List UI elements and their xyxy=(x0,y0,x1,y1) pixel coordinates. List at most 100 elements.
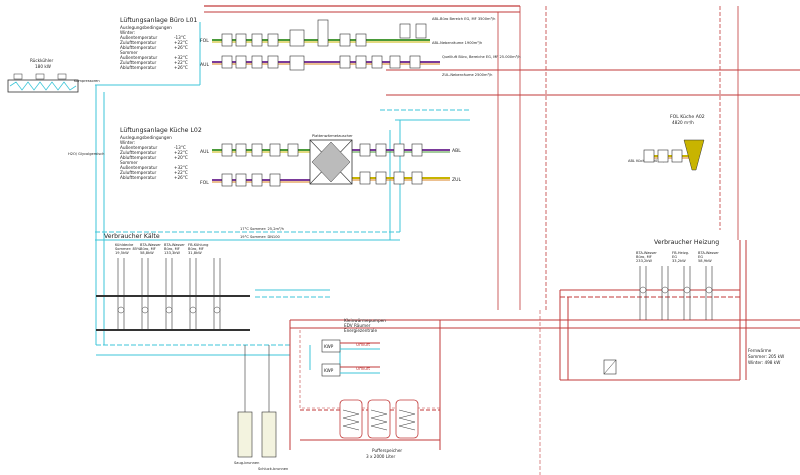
consumers-heat: Verbraucher Heizung BTA-Wasser Büro, MF … xyxy=(603,239,784,375)
heat-group-1-line2: 33,2kW xyxy=(672,259,686,263)
kitchen-cond-3: Zulufttemperatur xyxy=(120,150,156,155)
cold-group-0-line2: 19,5kW xyxy=(115,251,129,255)
cold-group-1-line2: 58,8kW xyxy=(140,251,154,255)
kitchen-title: Lüftungsanlage Küche L02 xyxy=(120,127,202,134)
heat-title: Verbraucher Heizung xyxy=(654,239,719,246)
district-summer: Sommer: 205 kW xyxy=(748,354,784,359)
kitchen-cond-4: Ablufttemperatur xyxy=(120,155,156,160)
kitchen-val-3: +22°C xyxy=(174,150,188,155)
kitchen-cond-2: Außentemperatur xyxy=(120,145,158,150)
kitchen-abl-label: ABL xyxy=(452,148,461,154)
kitchen-cond-7: Zulufttemperatur xyxy=(120,170,156,175)
office-cond-2: Außentemperatur xyxy=(120,35,158,40)
office-title: Lüftungsanlage Büro L01 xyxy=(120,17,197,24)
kitchen-aul-label: AUL xyxy=(200,149,210,155)
glycol-label: H2O/ Glycolgemisch xyxy=(68,152,104,156)
exchanger-label: Plattenwärmetauscher xyxy=(312,134,353,138)
wells: Saug-brunnen Schluck-brunnen xyxy=(234,345,288,471)
office-abl-neben: ABL-Nebenräume 1900m³/h xyxy=(432,41,482,45)
buffer-tanks: Pufferspeicher 3 x 2000 Liter xyxy=(339,399,419,459)
cold-group-3-line2: 31,8kW xyxy=(188,251,202,255)
dry-cooler-title: Rückkühler xyxy=(30,58,53,63)
kitchen-val-6: +32°C xyxy=(174,165,188,170)
kitchen-cond-8: Ablufttemperatur xyxy=(120,175,156,180)
fol-kitchen-flow: 4820 m³/h xyxy=(672,120,694,125)
kitchen-fol-label: FOL xyxy=(200,180,209,186)
heat-group-2-line1: EG xyxy=(698,255,703,259)
heat-group-2-name: BTA-Wasser xyxy=(698,251,719,255)
compressor-label: Kompressoren xyxy=(74,79,100,83)
district-winter: Winter: 498 kW xyxy=(748,360,780,365)
heat-group-0-line2: 233,2kW xyxy=(636,259,652,263)
office-cond-7: Zulufttemperatur xyxy=(120,60,156,65)
hp-unit1: KWP xyxy=(324,344,334,349)
office-cond-1: Winter: xyxy=(120,30,135,35)
office-val-6: +32°C xyxy=(174,55,188,60)
kitchen-cond-1: Winter: xyxy=(120,140,135,145)
heat-pumps: Kleinwärmepumpen EDV Räumer Energiezentr… xyxy=(299,318,441,409)
well-saug: Saug-brunnen xyxy=(234,461,259,465)
cold-group-0-line1: Sommer: 85% xyxy=(115,247,141,251)
well-schluck: Schluck-brunnen xyxy=(258,467,288,471)
kitchen-ventilation: Lüftungsanlage Küche L02 Auslegungsbedin… xyxy=(120,127,462,187)
dry-cooler-power: 180 kW xyxy=(35,64,51,69)
office-fol-label: FOL xyxy=(200,38,209,44)
pipe-network-top xyxy=(204,5,800,310)
cold-group-0-name: Kühldecke xyxy=(115,243,134,247)
kitchen-val-8: +26°C xyxy=(174,175,188,180)
office-val-2: -13°C xyxy=(174,35,186,40)
cold-group-2-line2: 133,3kW xyxy=(164,251,180,255)
office-cond-0: Auslegungsbedingungen xyxy=(120,25,172,30)
cold-group-1-name: BTA-Wasser xyxy=(140,243,161,247)
office-cond-6: Außentemperatur xyxy=(120,55,158,60)
hp-title: Kleinwärmepumpen xyxy=(344,318,386,323)
heat-group-0-name: BTA-Wasser xyxy=(636,251,657,255)
cold-group-3-line1: Büro, MF xyxy=(188,247,204,251)
office-val-7: +22°C xyxy=(174,60,188,65)
office-zul-buero: Quellluft Büro, Bereiche EG, MF 25.000m³… xyxy=(442,55,521,59)
heat-group-1-line1: EG xyxy=(672,255,677,259)
dry-cooler: Rückkühler 180 kW Kompressoren H2O/ Glyc… xyxy=(7,58,104,156)
kitchen-val-7: +22°C xyxy=(174,170,188,175)
office-zul-neben: ZUL-Nebenräume 2500m³/h xyxy=(442,73,492,77)
office-val-3: +22°C xyxy=(174,40,188,45)
cold-group-1-line1: Büro, MF xyxy=(140,247,156,251)
office-cond-8: Ablufttemperatur xyxy=(120,65,156,70)
buffer-volume: 3 x 2000 Liter xyxy=(366,454,396,459)
office-ventilation: Lüftungsanlage Büro L01 Auslegungsbeding… xyxy=(120,17,521,77)
office-conditions: Auslegungsbedingungen Winter: Außentempe… xyxy=(120,25,188,70)
office-val-8: +26°C xyxy=(174,65,188,70)
heat-group-2-line2: 58,9kW xyxy=(698,259,712,263)
cold-group-2-name: BTA-Wasser xyxy=(164,243,185,247)
cold-title: Verbraucher Kälte xyxy=(104,233,160,240)
kitchen-cond-5: Sommer xyxy=(120,160,138,165)
kitchen-cond-6: Außentemperatur xyxy=(120,165,158,170)
heat-group-1-name: FB-Heizg. xyxy=(672,251,689,255)
hp-umluft2: Umluft xyxy=(356,366,370,371)
hp-line3: Energiezentrale xyxy=(344,328,377,333)
fol-kitchen-title: FOL Küche A02 xyxy=(670,114,705,120)
kitchen-val-2: -13°C xyxy=(174,145,186,150)
cold-winter-line: 19°C Sommer: DN100 xyxy=(240,235,281,239)
kitchen-conditions: Auslegungsbedingungen Winter: Außentempe… xyxy=(120,135,188,180)
cold-group-3-name: FB-Kühlung xyxy=(188,243,208,247)
office-cond-5: Sommer xyxy=(120,50,138,55)
office-val-4: +26°C xyxy=(174,45,188,50)
heat-group-0-line1: Büro, MF xyxy=(636,255,652,259)
kitchen-cond-0: Auslegungsbedingungen xyxy=(120,135,172,140)
cold-group-2-line1: Büro, MF xyxy=(164,247,180,251)
hp-unit2: KWP xyxy=(324,368,334,373)
hp-line2: EDV Räumer xyxy=(344,323,371,328)
pipe-network-cold xyxy=(95,22,470,370)
kitchen-zul-label: ZUL xyxy=(452,177,462,183)
office-cond-3: Zulufttemperatur xyxy=(120,40,156,45)
hp-umluft1: Umluft xyxy=(356,342,370,347)
kitchen-val-4: +20°C xyxy=(174,155,188,160)
cold-summer-line: 17°C Sommer: 25,2m³/h xyxy=(240,227,284,231)
buffer-title: Pufferspeicher xyxy=(372,448,402,453)
district-heating: Fernwärme xyxy=(748,348,772,353)
consumers-cold: Verbraucher Kälte 17°C Sommer: 25,2m³/h … xyxy=(96,227,284,331)
fol-kitchen-unit: FOL Küche A02 4820 m³/h ABL Küche 6600 m… xyxy=(628,114,705,171)
office-abl-buero: ABL-Büro Bereich EG, MF 3500m³/h xyxy=(432,17,495,21)
